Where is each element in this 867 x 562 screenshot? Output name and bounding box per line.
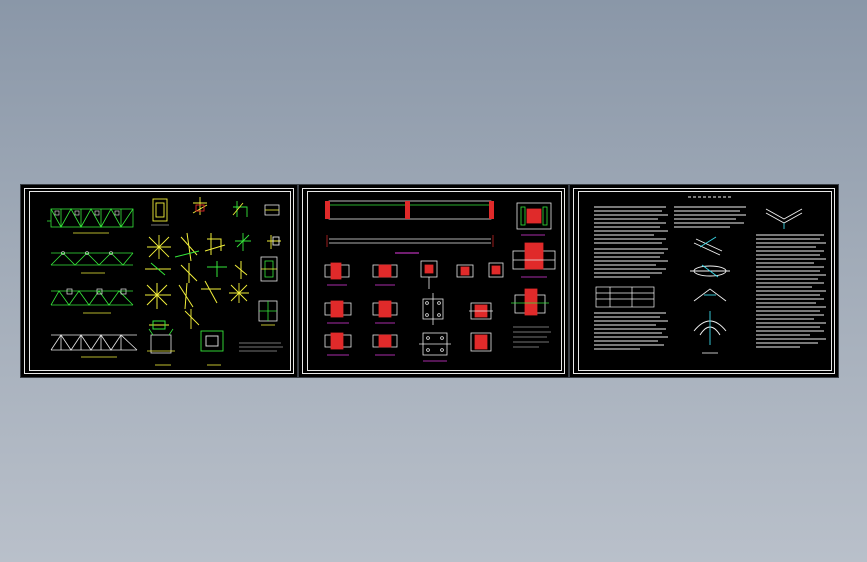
section-1b [372,264,398,278]
sheet-3-border-outer [573,188,835,374]
section-2c [422,293,444,325]
node-detail-11 [178,282,194,310]
node-detail-12 [201,280,221,304]
column-detail-1 [152,198,168,222]
sheet-1-border-inner [29,191,291,371]
section-1a [324,262,350,280]
sheet-3-border-inner [578,191,832,371]
section-2a [324,300,352,318]
node-detail-2 [174,232,200,262]
drawing-sheet-3 [570,185,838,377]
truss-elevation-1 [50,208,134,228]
joint-detail-3 [232,201,248,217]
beam-plan [326,235,494,247]
truss-elevation-3 [50,290,134,306]
sheet-2-drawing [324,200,556,362]
sheet-2-notes [513,326,551,348]
truss-elevation-4 [50,334,138,351]
truss-elevation-2 [50,252,134,266]
node-detail-3 [204,233,226,255]
node-detail-15 [149,320,169,330]
section-1e [488,262,504,278]
drawing-sheet-1 [21,185,297,377]
truss-elevation-1-highlights [54,210,120,216]
notes-table [595,286,655,308]
node-detail-13 [229,283,249,303]
section-1d [456,264,474,278]
beam-end-markers [325,201,494,219]
sheet-1-border-outer [24,188,294,374]
sheet-3-drawing [594,196,826,354]
member-detail-2 [690,264,730,278]
member-detail-1 [693,236,723,256]
drawing-sheet-2 [299,185,568,377]
notes-column-1b [594,312,668,350]
section-3d [470,332,492,352]
node-detail-4 [235,233,251,251]
section-3c [419,332,451,356]
section-3b [372,334,398,348]
section-1c [420,260,438,289]
section-2b [372,300,398,318]
member-detail-4 [693,311,727,345]
notes-column-2 [674,206,746,228]
node-detail-16 [184,309,200,329]
sheet-2-border-inner [307,191,562,371]
joint-detail-2 [192,197,208,215]
member-detail-3 [693,288,727,302]
connection-detail-mid-right [511,288,549,316]
column-base-plan-2 [200,330,224,352]
sheet-1-drawing [47,197,283,366]
notes-column-1 [594,206,668,278]
section-detail-top-right [516,202,552,230]
node-detail-5 [267,235,281,249]
sheet-2-border-outer [302,188,565,374]
member-detail-5 [765,208,803,229]
section-3a [324,332,352,350]
joint-detail-4 [264,204,280,216]
node-detail-14 [258,300,278,322]
sheet-1-notes [239,342,283,352]
node-detail-1 [147,235,171,259]
node-detail-6 [145,262,171,276]
column-base-plan-1 [147,328,175,354]
node-detail-10 [145,283,171,309]
node-detail-8 [207,261,227,277]
column-base-detail-2 [260,256,278,282]
section-2d [469,302,493,320]
node-detail-9 [234,261,248,279]
connection-detail-right [512,242,556,270]
notes-column-3 [756,234,826,348]
node-detail-7 [180,263,198,283]
